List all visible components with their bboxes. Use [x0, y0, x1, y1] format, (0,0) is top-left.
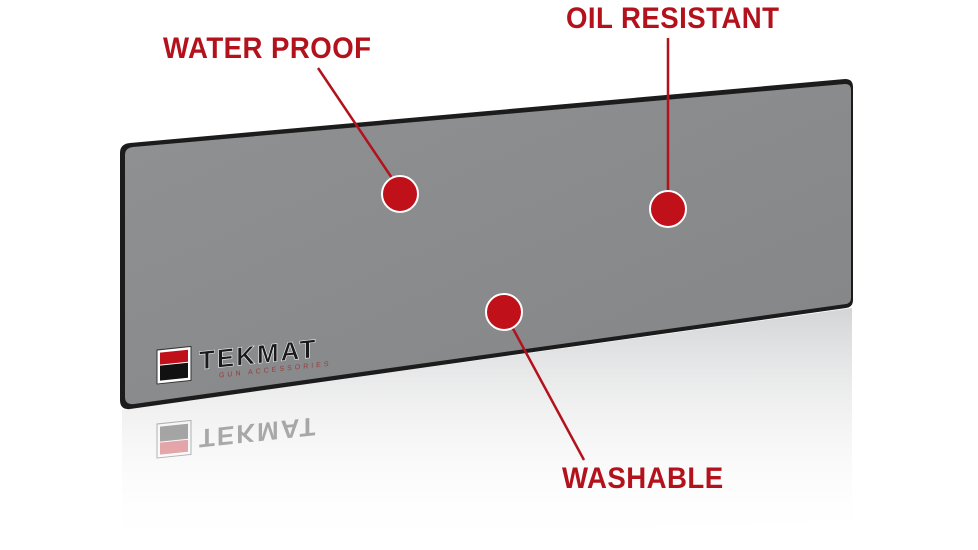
mat-reflection: [122, 308, 852, 550]
svg-text:TEKMAT: TEKMAT: [199, 333, 317, 375]
tekmat-logo-reflection: TEKMAT: [156, 411, 317, 459]
oil-resistant-label: OIL RESISTANT: [566, 2, 780, 35]
water-proof-label: WATER PROOF: [163, 32, 372, 65]
feature-dot: [649, 190, 687, 228]
feature-dot: [381, 175, 419, 213]
washable-label: WASHABLE: [562, 462, 724, 495]
callout-line: [502, 311, 586, 461]
callout-line: [316, 67, 402, 191]
mat-surface: [125, 84, 851, 405]
feature-dot: [485, 293, 523, 331]
